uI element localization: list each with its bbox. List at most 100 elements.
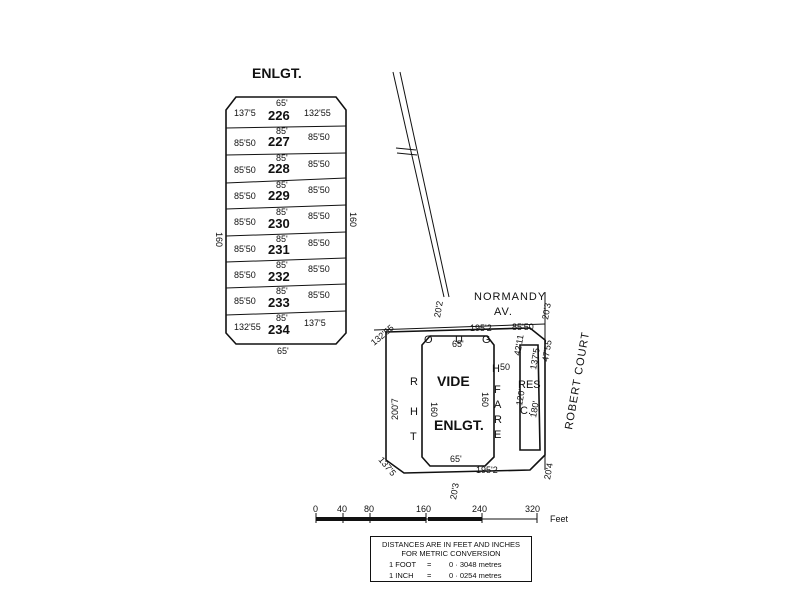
lot-right-dim: 85'50 (308, 238, 330, 248)
lot-right-dim: 85'50 (308, 159, 330, 169)
lot-number: 234 (268, 322, 290, 337)
thoroughfare-label: O U G R H T H F A R E (410, 334, 502, 443)
lot-front-dim: 85' (276, 286, 288, 296)
thoroughfare-letter: E (494, 429, 501, 441)
lot-231: 85' 231 85'50 85'50 (234, 234, 330, 257)
lot-right-dim: 132'55 (304, 108, 331, 118)
scale-tick-label: 240 (472, 504, 487, 514)
scale-unit-label: Feet (550, 514, 569, 524)
res-120-dim: 120' (514, 388, 527, 406)
lot-right-dim: 85'50 (308, 185, 330, 195)
scale-tick-label: 160 (416, 504, 431, 514)
scale-tick-label: 0 (313, 504, 318, 514)
note-value: 0 · 3048 metres (449, 560, 502, 569)
inner-left-160: 160 (429, 402, 439, 417)
lot-left-dim: 85'50 (234, 165, 256, 175)
reserve-outline (519, 344, 541, 451)
lot-left-dim: 85'50 (234, 296, 256, 306)
lot-front-dim: 85' (276, 260, 288, 270)
conversion-note: DISTANCES ARE IN FEET AND INCHES FOR MET… (370, 536, 532, 582)
inner-left-dim: 200'7 (390, 398, 400, 420)
thoroughfare-letter: F (494, 384, 501, 396)
lot-233: 85' 233 85'50 85'50 (234, 286, 330, 310)
thoroughfare-letter: R (410, 376, 418, 388)
lot-block-outline (225, 96, 347, 345)
lot-dividers (225, 125, 347, 316)
note-row-foot: 1 FOOT = 0 · 3048 metres (375, 560, 527, 569)
lot-left-dim: 137'5 (234, 108, 256, 118)
note-equals: = (427, 560, 432, 569)
res-47-dim: 47'55 (540, 339, 554, 362)
thoroughfare-letter: H (410, 406, 418, 418)
reserve-c-label: C. (520, 405, 531, 417)
scale-tick-label: 80 (364, 504, 374, 514)
lot-right-dim: 137'5 (304, 318, 326, 328)
lot-left-dim: 85'50 (234, 191, 256, 201)
thoroughfare-letter: U (455, 334, 463, 346)
road-length-dim: 195'2 (470, 323, 492, 333)
lot-front-dim: 85' (276, 126, 288, 136)
lot-number: 227 (268, 134, 290, 149)
lot-number: 226 (268, 108, 290, 123)
lot-front-dim: 85' (276, 207, 288, 217)
scale-bar: 0 40 80 160 240 320 Feet (313, 504, 569, 524)
lot-right-dim: 85'50 (308, 264, 330, 274)
note-unit: 1 INCH (389, 571, 414, 580)
diagonal-road (392, 71, 450, 298)
note-equals: = (427, 571, 432, 580)
block-bottom-dim: 65' (277, 346, 289, 356)
vide-label: VIDE (437, 373, 470, 389)
lot-234: 85' 234 132'55 137'5 (234, 313, 326, 337)
inner-right-160: 160 (480, 392, 490, 407)
lot-front-dim: 85' (276, 313, 288, 323)
res-137-dim: 137'5 (528, 347, 542, 370)
lot-number: 228 (268, 161, 290, 176)
corner-bl-dim: 137'5 (376, 455, 398, 478)
res-42-dim: 42'11 (512, 334, 526, 356)
road-edge (373, 323, 546, 331)
lot-number: 229 (268, 188, 290, 203)
lot-226: 65' 226 137'5 132'55 (234, 98, 331, 123)
lot-right-dim: 85'50 (308, 132, 330, 142)
bottom-road-dim: 195'2 (476, 465, 498, 475)
thoroughfare-letter: O (424, 334, 433, 346)
road-width-dim: 20'2 (432, 300, 445, 318)
parcel-outline (385, 327, 546, 474)
lot-right-dim: 85'50 (308, 290, 330, 300)
thoroughfare-letter: G (482, 334, 491, 346)
thoroughfare-letter: H (492, 363, 500, 375)
lot-front-dim: 85' (276, 234, 288, 244)
block-left-dim: 160 (214, 232, 224, 247)
lot-left-dim: 132'55 (234, 322, 261, 332)
note-value: 0 · 0254 metres (449, 571, 502, 580)
lot-number: 233 (268, 295, 290, 310)
thoroughfare-letter: A (494, 399, 502, 411)
road-name-av: AV. (494, 306, 513, 318)
thoroughfare-letter: R (494, 414, 502, 426)
scale-tick-label: 40 (337, 504, 347, 514)
lot-230: 85' 230 85'50 85'50 (234, 207, 330, 231)
vide-block-outline (421, 335, 495, 467)
inner-50-dim: 50 (500, 362, 510, 372)
lot-left-dim: 85'50 (234, 217, 256, 227)
lot-number: 231 (268, 242, 290, 257)
scale-tick-label: 320 (525, 504, 540, 514)
note-line1: DISTANCES ARE IN FEET AND INCHES (381, 540, 521, 549)
note-unit: 1 FOOT (389, 560, 417, 569)
lot-left-dim: 85'50 (234, 138, 256, 148)
lot-229: 85' 229 85'50 85'50 (234, 180, 330, 203)
block-right-dim: 160 (348, 212, 358, 227)
enlgt-center-label: ENLGT. (434, 417, 484, 433)
inner-top-dim: 65' (452, 339, 464, 349)
note-row-inch: 1 INCH = 0 · 0254 metres (375, 571, 527, 580)
lot-left-dim: 85'50 (234, 244, 256, 254)
bottom-road-width: 20'3 (448, 482, 461, 500)
lot-232: 85' 232 85'50 85'50 (234, 260, 330, 284)
lot-left-dim: 85'50 (234, 270, 256, 280)
lot-228: 85' 228 85'50 85'50 (234, 153, 330, 176)
lot-number: 232 (268, 269, 290, 284)
res-85-dim: 85'50 (512, 322, 534, 332)
lot-227: 85' 227 85'50 85'50 (234, 126, 330, 149)
